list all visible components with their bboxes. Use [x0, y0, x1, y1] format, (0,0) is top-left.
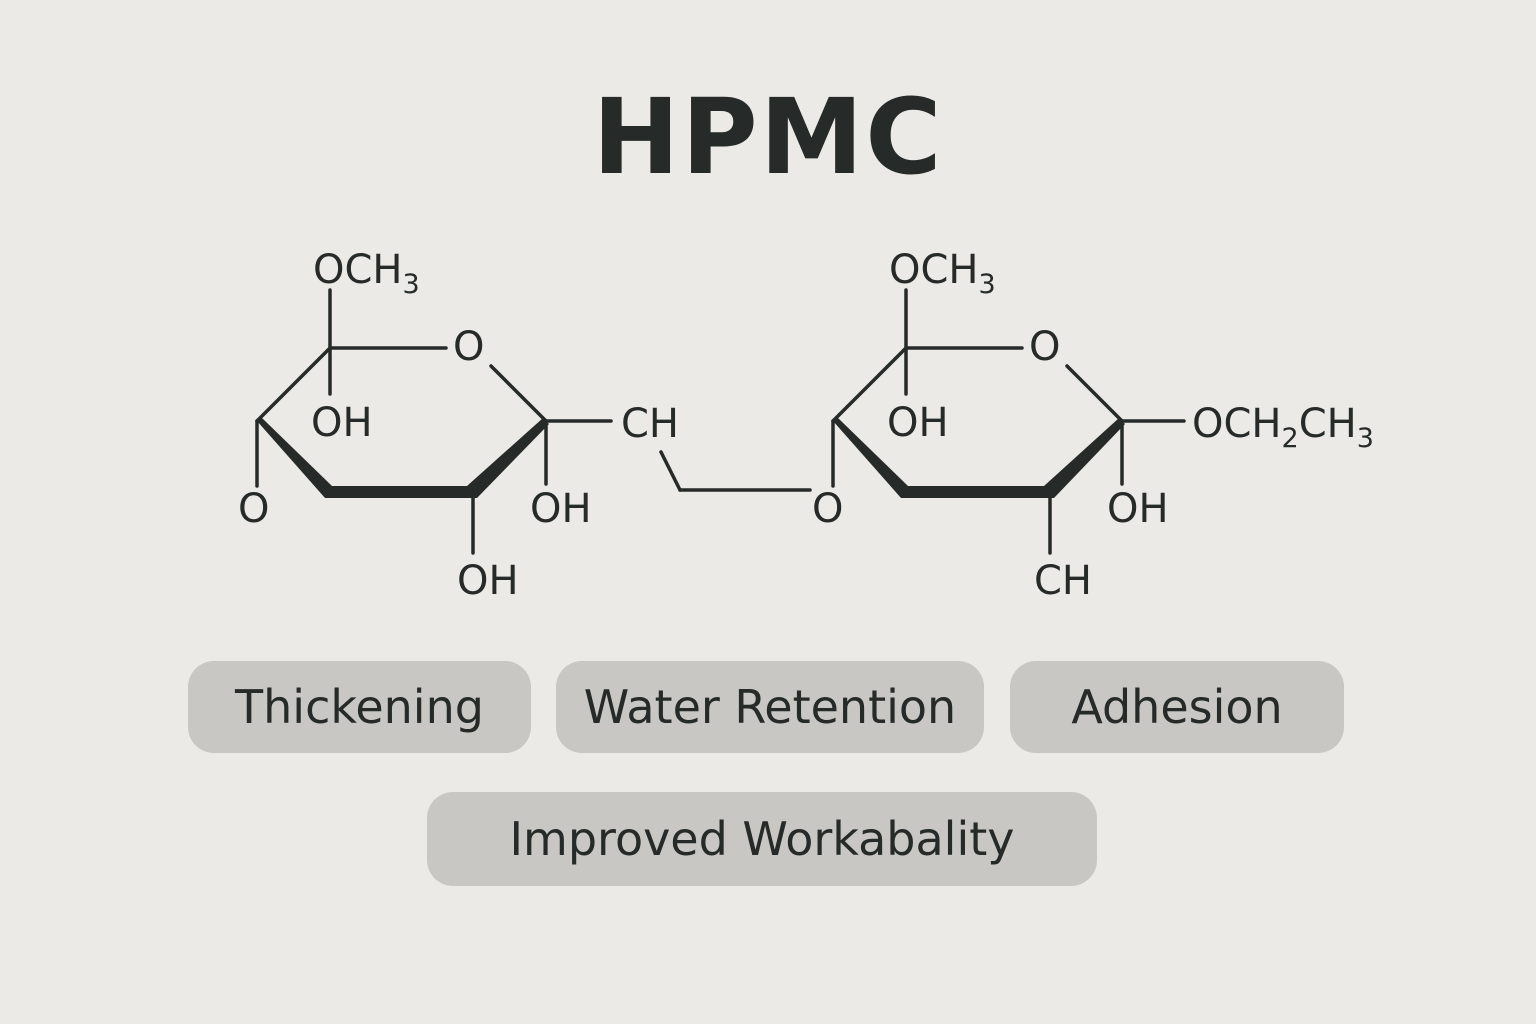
bond-lines	[255, 288, 1186, 555]
ring-oxygen-label: O	[453, 324, 484, 370]
wedge-bond	[257, 418, 332, 498]
hydroxyl-label: OH	[530, 486, 592, 532]
property-pill-thickening: Thickening	[188, 661, 531, 753]
property-pill-water-retention: Water Retention	[556, 661, 984, 753]
property-pill-adhesion: Adhesion	[1010, 661, 1344, 753]
hydroxyl-label: OH	[311, 400, 373, 446]
bond	[1065, 364, 1124, 423]
property-pill-improved-workability: Improved Workabality	[427, 792, 1097, 886]
page-title: HPMC	[592, 76, 944, 198]
hydroxyl-label: OH	[887, 400, 949, 446]
bond	[831, 346, 908, 423]
wedge-bonds	[257, 418, 1125, 498]
wedge-bond	[901, 486, 1054, 498]
ethoxy-label: OCH2CH3	[1192, 401, 1374, 454]
methoxy-label: OCH3	[889, 247, 996, 300]
ring-oxygen-label: O	[1029, 324, 1060, 370]
bond	[659, 450, 682, 492]
wedge-bond	[1044, 418, 1125, 498]
bridge-ch-label: CH	[621, 401, 679, 447]
wedge-bond	[833, 418, 908, 498]
oxygen-label: O	[238, 486, 269, 532]
hydroxyl-label: OH	[1107, 486, 1169, 532]
ch-label: CH	[1034, 558, 1092, 604]
bridge-oxygen-label: O	[812, 486, 843, 532]
methoxy-label: OCH3	[313, 247, 420, 300]
wedge-bond	[467, 418, 549, 498]
bond	[489, 364, 548, 423]
wedge-bond	[325, 486, 477, 498]
hydroxyl-label: OH	[457, 558, 519, 604]
bond	[255, 346, 332, 423]
